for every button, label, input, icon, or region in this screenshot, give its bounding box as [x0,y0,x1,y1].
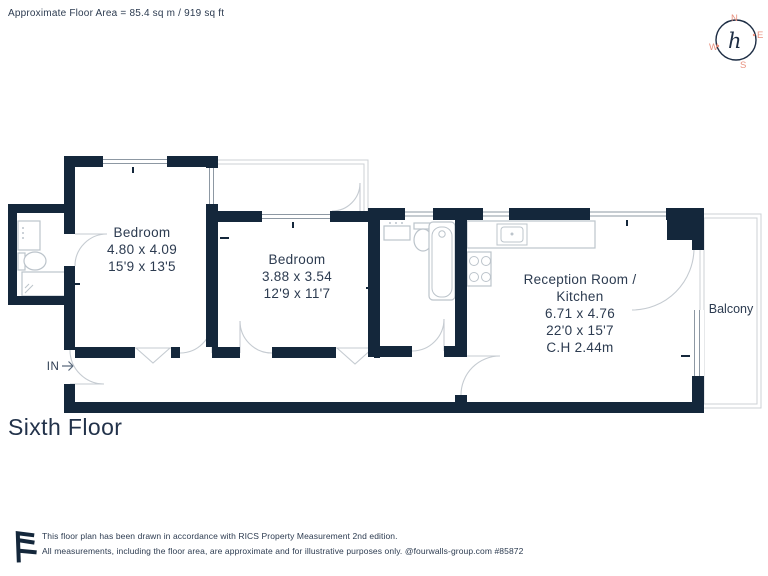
bathtub-icon [428,221,456,301]
ensuite-sink-icon [17,220,41,251]
room-ceiling-height: C.H 2.44m [546,340,613,355]
reception-door-icon [460,355,501,396]
wardrobe-icon [336,347,374,365]
balcony-door-icon [631,247,695,311]
fourwalls-logo-icon [15,531,37,563]
window-icon [206,168,218,204]
compass-circle-icon [715,19,757,61]
bathroom-sink-icon [383,225,411,241]
bedroom1-label: Bedroom 4.80 x 4.09 15'9 x 13'5 [107,225,177,274]
room-name: Bedroom [114,225,171,240]
entrance-marker: IN [47,361,74,373]
entrance-door-icon [69,349,105,385]
balcony-glazing-icon [692,310,704,376]
ensuite-door-icon [74,233,108,267]
wall-ticks [71,167,690,357]
footer-line-1: This floor plan has been drawn in accord… [42,531,398,541]
compass-east-dot-icon [752,33,756,37]
room-name-line2: Kitchen [556,289,603,304]
bathroom-fixtures [383,221,456,301]
compass-south-label: S [740,60,747,71]
compass: N E W S h [709,13,764,71]
ensuite-toilet-icon [23,251,47,271]
room-metric: 6.71 x 4.76 [545,306,615,321]
balcony-label: Balcony [709,302,754,316]
window-icon [405,208,433,220]
compass-west-dot-icon [716,44,720,48]
room-imperial: 22'0 x 15'7 [546,323,614,338]
compass-east-label: E [757,30,764,41]
room-imperial: 12'9 x 11'7 [264,286,331,301]
compass-north-label: N [731,13,738,24]
compass-west-label: W [709,42,718,53]
entrance-label: IN [47,361,60,373]
terrace-outline [211,159,369,215]
floor-area-label: Approximate Floor Area = 85.4 sq m / 919… [8,8,225,19]
window-icon [483,208,509,220]
room-name-line1: Reception Room / [524,272,637,287]
brand-monogram-icon: h [728,29,742,53]
reception-label: Reception Room / Kitchen 6.71 x 4.76 22'… [524,272,637,355]
wardrobe-icon [135,347,171,364]
room-metric: 4.80 x 4.09 [107,242,177,257]
room-name: Bedroom [269,252,326,267]
window-icon [262,211,330,222]
room-metric: 3.88 x 3.54 [262,269,332,284]
terrace-door-icon [331,182,361,212]
bathroom-door-icon [411,318,445,352]
kitchen-counter-icon [466,220,596,249]
bedroom2-door-icon [239,320,273,354]
ensuite-fixtures [17,220,66,297]
kitchen-sink-icon [496,223,528,246]
kitchen-fixtures [466,220,596,287]
floor-title: Sixth Floor [8,414,123,440]
bedroom2-label: Bedroom 3.88 x 3.54 12'9 x 11'7 [262,252,332,301]
window-icon [590,208,666,220]
footer-disclaimer: This floor plan has been drawn in accord… [42,529,523,559]
footer-line-2: All measurements, including the floor ar… [42,546,524,556]
entrance-arrow-icon [62,361,74,371]
window-icon [103,156,167,167]
room-imperial: 15'9 x 13'5 [108,259,176,274]
walls [8,156,704,413]
windows [103,156,704,376]
